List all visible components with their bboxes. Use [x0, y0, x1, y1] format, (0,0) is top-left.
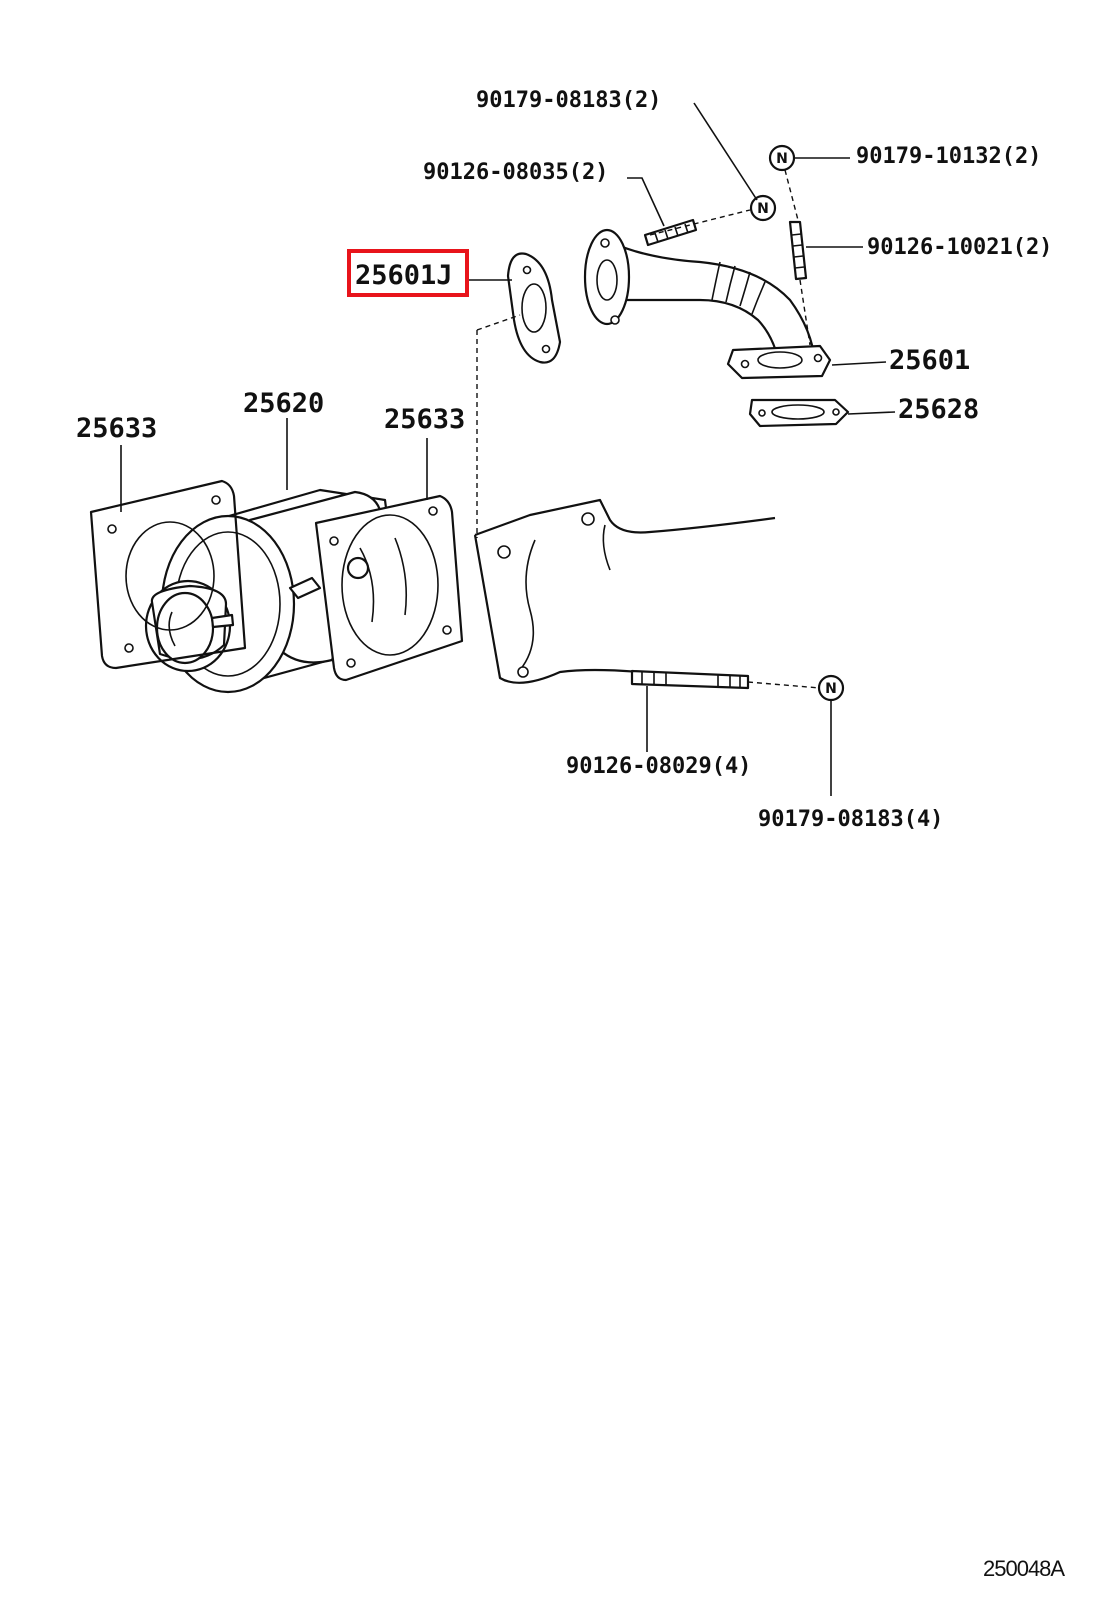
label-25601[interactable]: 25601	[889, 345, 970, 376]
label-90179-10132: 90179-10132(2)	[856, 144, 1041, 169]
nut-top-left[interactable]: N	[749, 194, 777, 222]
highlight-box	[347, 249, 469, 297]
nut-bottom[interactable]: N	[817, 674, 845, 702]
label-25620[interactable]: 25620	[243, 388, 324, 419]
intake-manifold	[473, 498, 776, 684]
label-90126-10021: 90126-10021(2)	[867, 235, 1052, 260]
label-25633-right[interactable]: 25633	[384, 404, 465, 435]
label-90179-08183-bottom: 90179-08183(4)	[758, 807, 943, 832]
label-90126-08029: 90126-08029(4)	[566, 754, 751, 779]
nut-symbol: N	[776, 151, 788, 167]
label-25628[interactable]: 25628	[898, 394, 979, 425]
gasket-left[interactable]	[89, 479, 247, 670]
label-90126-08035: 90126-08035(2)	[423, 160, 608, 185]
gasket-right[interactable]	[314, 494, 464, 682]
leader-lines	[120, 102, 896, 796]
label-25633-left[interactable]: 25633	[76, 413, 157, 444]
pipe-gasket[interactable]	[748, 398, 850, 428]
label-90179-08183-top: 90179-08183(2)	[476, 88, 661, 113]
figure-code: 250048A	[983, 1556, 1065, 1581]
egr-pipe[interactable]	[583, 228, 832, 380]
label-25601j[interactable]: 25601J	[355, 260, 453, 291]
nut-top-right[interactable]: N	[768, 144, 796, 172]
nut-symbol: N	[825, 681, 837, 697]
flange-gasket[interactable]	[506, 252, 562, 364]
nut-symbol: N	[757, 201, 769, 217]
alignment-lines	[476, 169, 821, 689]
stud-top-left[interactable]	[643, 218, 698, 247]
stud-bottom[interactable]	[630, 669, 750, 690]
stud-top-right[interactable]	[788, 220, 808, 281]
